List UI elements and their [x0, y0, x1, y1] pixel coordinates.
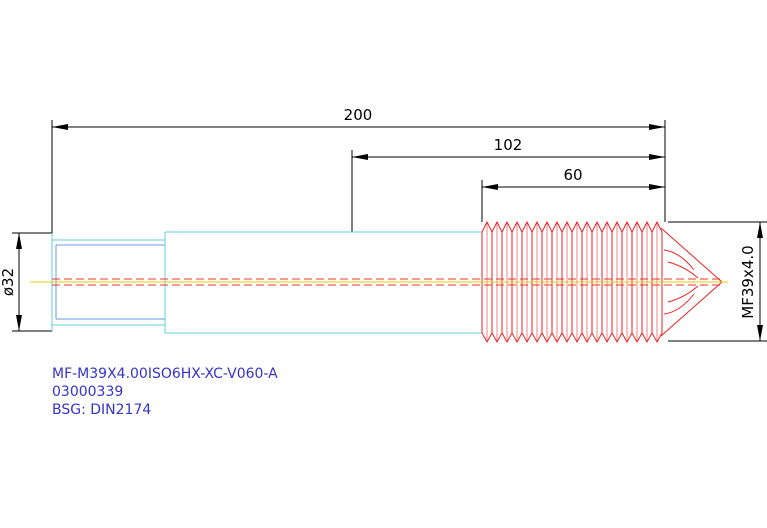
centerline: [30, 278, 728, 286]
overall-length-label: 200: [344, 106, 373, 124]
dimension-thread-length: [481, 180, 665, 222]
shank-body: [165, 231, 482, 334]
thread-length-label: 60: [563, 166, 582, 184]
thread-spec-label: MF39x4.0: [739, 245, 757, 318]
dimension-mid-length: [351, 150, 665, 232]
dimension-diameter: [12, 232, 52, 332]
dimension-thread-spec: [668, 221, 767, 342]
conical-tip: [660, 227, 723, 337]
diameter-label: ø32: [0, 268, 17, 296]
mid-length-label: 102: [494, 136, 523, 154]
dimension-overall-length: [51, 120, 666, 240]
part-code-note: MF-M39X4.00ISO6HX-XC-V060-A: [52, 366, 278, 382]
part-number-note: 03000339: [52, 384, 123, 400]
standard-note: BSG: DIN2174: [52, 402, 151, 418]
